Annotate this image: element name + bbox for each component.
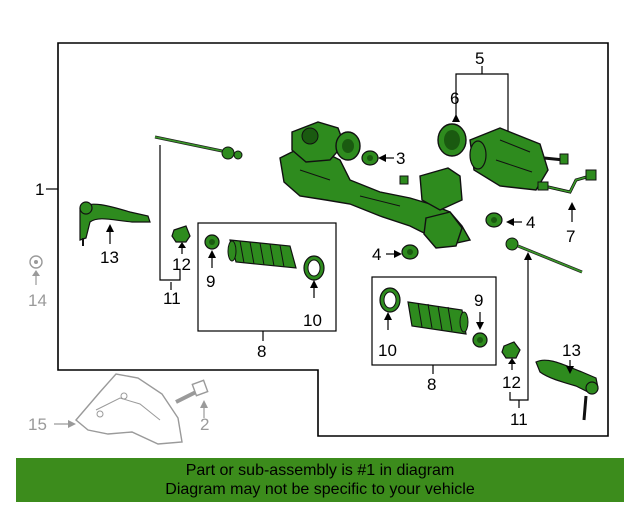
callout-15[interactable]: 15 (28, 415, 47, 434)
mount-bushing-4-lower[interactable] (401, 244, 419, 260)
callout-3[interactable]: 3 (396, 149, 405, 168)
boot-kit-box-left (197, 222, 337, 332)
inner-tie-rod-left[interactable] (154, 135, 243, 160)
callout-13-right[interactable]: 13 (562, 341, 581, 360)
clip-14[interactable] (29, 255, 43, 269)
seal-10-right[interactable] (379, 287, 401, 313)
bracket-5 (455, 73, 509, 136)
boot-right[interactable] (407, 301, 469, 335)
jam-nut-left[interactable] (171, 225, 191, 243)
callout-10-left[interactable]: 10 (303, 311, 322, 330)
callout-6[interactable]: 6 (450, 89, 459, 108)
callout-12-left[interactable]: 12 (172, 255, 191, 274)
callout-13-left[interactable]: 13 (100, 248, 119, 267)
heat-shield-15[interactable] (75, 373, 183, 445)
boot-kit-box-right (371, 276, 497, 366)
callout-10-right[interactable]: 10 (378, 341, 397, 360)
callout-12-right[interactable]: 12 (502, 373, 521, 392)
jam-nut-right[interactable] (501, 341, 521, 359)
info-banner: Part or sub-assembly is #1 in diagram Di… (16, 458, 624, 502)
clamp-9-left[interactable] (204, 234, 220, 250)
assembly-outline (57, 42, 609, 437)
outer-tie-rod-left[interactable] (79, 201, 151, 246)
bolt-2[interactable] (175, 379, 209, 404)
callout-8-right[interactable]: 8 (427, 375, 436, 394)
callout-2[interactable]: 2 (200, 415, 209, 434)
callout-9-right[interactable]: 9 (474, 291, 483, 310)
boot-left[interactable] (227, 239, 297, 269)
clamp-9-right[interactable] (472, 332, 488, 348)
callout-5[interactable]: 5 (475, 49, 484, 68)
motor-bolt[interactable] (543, 153, 569, 165)
seal-10-left[interactable] (303, 255, 325, 281)
callout-4-upper[interactable]: 4 (526, 213, 535, 232)
callout-1[interactable]: 1 (35, 180, 44, 199)
mount-bushing-4-upper[interactable] (485, 212, 503, 228)
bracket-11-left (159, 145, 181, 281)
banner-line-2: Diagram may not be specific to your vehi… (165, 481, 475, 498)
banner-line-1: Part or sub-assembly is #1 in diagram (185, 462, 455, 479)
outer-tie-rod-right[interactable] (535, 359, 599, 421)
inner-tie-rod-right[interactable] (505, 237, 583, 274)
callout-4-lower[interactable]: 4 (372, 245, 381, 264)
callout-8-left[interactable]: 8 (257, 342, 266, 361)
callout-11-left[interactable]: 11 (163, 289, 181, 308)
wiring-harness-7[interactable] (537, 169, 597, 194)
callout-9-left[interactable]: 9 (206, 272, 215, 291)
power-steering-motor[interactable] (469, 127, 549, 191)
mount-bushing-3[interactable] (361, 150, 379, 166)
callout-7[interactable]: 7 (566, 227, 575, 246)
parts-diagram: 1 11 13 12 14 9 (28, 42, 609, 445)
callout-11-right[interactable]: 11 (510, 410, 528, 429)
callout-14[interactable]: 14 (28, 291, 47, 310)
steering-gear-housing[interactable] (279, 121, 472, 249)
seal-6[interactable] (437, 123, 467, 157)
